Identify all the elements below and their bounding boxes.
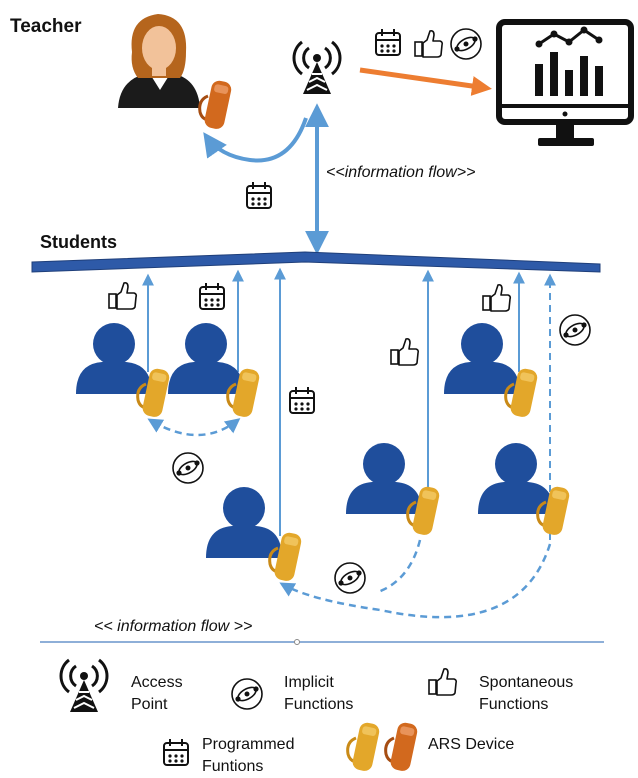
thumbs-up-icon bbox=[108, 282, 138, 310]
ap-to-teacher-arrow bbox=[203, 117, 308, 163]
peer-dashed-arrow bbox=[147, 418, 241, 437]
students-bar bbox=[31, 251, 601, 273]
thumbs-up-icon bbox=[482, 284, 512, 312]
top-flow-label: <<information flow>> bbox=[326, 164, 476, 181]
teacher-ars-device-icon bbox=[198, 77, 235, 132]
legend-ars-orange-icon bbox=[384, 719, 421, 774]
access-point-icon bbox=[292, 40, 342, 96]
legend-ars-gold-icon bbox=[346, 719, 383, 774]
legend-ars-device-label: ARS Device bbox=[428, 736, 515, 753]
peer-dashed-arrow bbox=[279, 543, 552, 619]
monitor-chart-icon bbox=[496, 19, 634, 146]
legend-thumbs-up-icon bbox=[428, 668, 458, 696]
legend-access-point-icon bbox=[59, 658, 109, 714]
teacher-label: Teacher bbox=[10, 16, 82, 37]
peer-dashed-arrow bbox=[377, 539, 422, 594]
student-icon bbox=[168, 323, 244, 394]
student-icon bbox=[206, 487, 282, 558]
legend-programmed-label: Programmed Funtions bbox=[202, 736, 295, 775]
legend-calendar-icon bbox=[163, 738, 189, 766]
monitor-arrow bbox=[359, 67, 492, 96]
implicit-orbit-icon bbox=[450, 28, 482, 60]
bottom-flow-label: << information flow >> bbox=[94, 618, 253, 635]
calendar-icon bbox=[375, 28, 401, 56]
implicit-orbit-icon bbox=[172, 452, 204, 484]
calendar-icon bbox=[199, 282, 225, 310]
legend-access-point-label: Access Point bbox=[131, 674, 183, 713]
student-icon bbox=[76, 323, 152, 394]
legend-implicit-label: Implicit Functions bbox=[284, 674, 354, 713]
implicit-orbit-icon bbox=[334, 562, 366, 594]
teacher-avatar bbox=[118, 14, 200, 108]
calendar-icon bbox=[289, 386, 315, 414]
calendar-icon bbox=[246, 181, 272, 209]
legend-spontaneous-label: Spontaneous Functions bbox=[479, 674, 574, 713]
student-icon bbox=[444, 323, 520, 394]
thumbs-up-icon bbox=[414, 30, 444, 58]
legend-implicit-icon bbox=[231, 678, 263, 710]
student-icon bbox=[346, 443, 422, 514]
students-label: Students bbox=[40, 232, 118, 252]
thumbs-up-icon bbox=[390, 338, 420, 366]
implicit-orbit-icon bbox=[559, 314, 591, 346]
